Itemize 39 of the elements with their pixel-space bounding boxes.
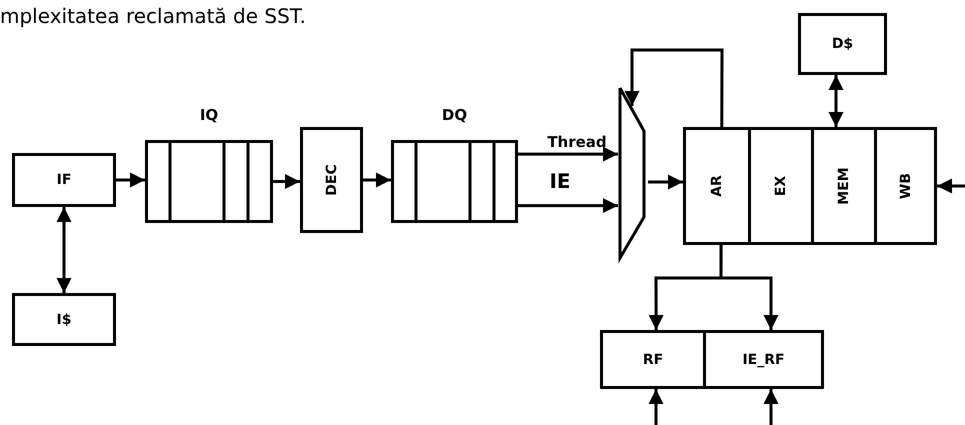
process-box — [300, 127, 363, 233]
arrow — [273, 174, 300, 189]
node-label: WB — [898, 172, 914, 200]
process-box — [12, 293, 116, 346]
arrow — [624, 48, 724, 127]
process-box — [703, 330, 824, 389]
node-label: IQ — [200, 106, 218, 124]
process-box — [874, 127, 937, 245]
node-label: DQ — [442, 106, 468, 124]
node-label: D$ — [832, 36, 854, 52]
arrow — [56, 207, 72, 293]
node-label: AR — [709, 175, 725, 197]
arrow — [363, 172, 391, 188]
node-label: MEM — [836, 167, 852, 205]
process-box — [12, 153, 116, 207]
process-box — [683, 127, 751, 245]
arrow — [764, 389, 778, 425]
node-label: EX — [773, 176, 789, 196]
node-label: IF — [56, 172, 72, 188]
arrow — [648, 174, 683, 190]
arrow — [648, 389, 664, 425]
arrow — [720, 245, 778, 330]
process-box — [811, 127, 877, 245]
edge-label: IE — [549, 168, 571, 193]
node-label: DEC — [324, 164, 340, 196]
process-box — [798, 13, 887, 75]
arrow — [937, 178, 965, 194]
text-fragment: mplexitatea reclamată de SST. — [0, 4, 306, 28]
process-box — [748, 127, 814, 245]
process-box — [600, 330, 706, 389]
node-label: IE_RF — [742, 352, 785, 368]
arrow — [518, 198, 618, 214]
node-label: I$ — [56, 312, 72, 328]
arrow — [828, 75, 844, 127]
arrow — [116, 172, 145, 188]
node-label: RF — [642, 352, 664, 368]
multiplexer-shape — [618, 86, 648, 261]
edge-label: Thread — [547, 133, 607, 152]
arrow — [518, 146, 618, 162]
